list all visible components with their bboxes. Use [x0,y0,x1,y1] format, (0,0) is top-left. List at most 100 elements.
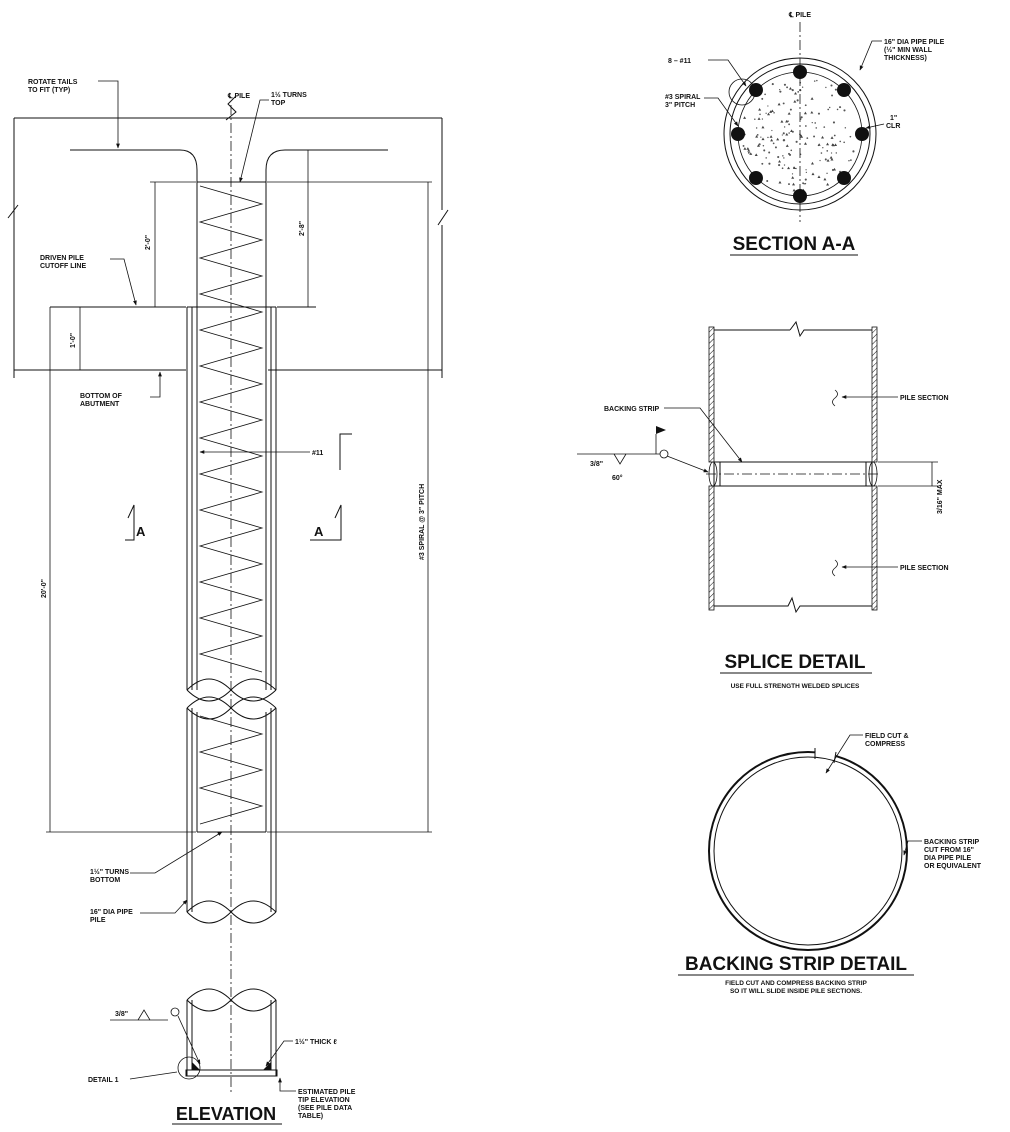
note-cl-pile: ℄ PILE [227,92,250,100]
splice-wall-left-upper [708,326,715,463]
leader-rotate-tails [98,80,120,149]
tip-weld-left [192,1062,200,1070]
note-turns-bottom-2: BOTTOM [90,877,120,884]
leader-bars [708,59,747,87]
leader-splice-weld [666,455,709,473]
break-mark-right [437,209,449,226]
note-backing-strip: BACKING STRIP [604,406,660,413]
note-tip-4: TABLE) [298,1113,323,1120]
field-weld-flag [656,426,666,434]
backing-strip-detail-view: FIELD CUT & COMPRESS BACKING STRIP CUT F… [678,733,982,995]
section-aa-title: SECTION A-A [733,234,856,255]
leader-clr [865,123,885,129]
note-rotate-tails-1: ROTATE TAILS [28,79,78,86]
note-tip-2: TIP ELEVATION [298,1097,350,1104]
backing-ring-outer [708,751,908,951]
note-field-cut-1: FIELD CUT & [865,733,909,740]
rebar-5 [793,189,807,203]
rebar-6 [749,171,763,185]
splice-top-break [789,320,872,338]
leader-spiral [704,97,739,127]
leader-field-cut [825,734,863,774]
note-driven-pile-2: CUTOFF LINE [40,263,86,270]
leader-pipe-pile [140,899,188,914]
weld-all-around [170,1007,180,1017]
note-bars: 8 – #11 [668,58,691,65]
note-strip-4: OR EQUIVALENT [924,863,982,870]
tip-plate [185,1069,278,1077]
leader-thick-plate [265,1040,293,1067]
section-mark-left: A [136,524,146,539]
rebar-highlight-circle [728,78,756,106]
backing-ring-inner [713,756,903,946]
dim-2-8-right: 2'-8" [299,221,306,236]
splice-wall-right-upper [871,326,878,463]
leader-tip [278,1077,296,1092]
rebar-2 [837,83,851,97]
splice-weld-size: 3/8" [590,461,603,468]
backing-strip-subtitle-1: FIELD CUT AND COMPRESS BACKING STRIP [725,980,867,987]
rebar-7 [731,127,745,141]
leader-backing-strip [664,407,743,463]
section-aa-view: ℄ PILE 8 – #11 #3 SPIRAL 3" PITCH 16" DI… [665,11,945,256]
centerline-break [225,95,237,121]
section-cut-mark [339,433,352,470]
note-bar-11: #11 [312,450,323,457]
field-cut-gap [815,746,837,759]
section-arrow-left [125,504,135,541]
dim-2-0-left: 2'-0" [145,235,152,250]
note-strip-1: BACKING STRIP [924,839,980,846]
bar-tail-left [70,149,198,182]
note-turns-bottom-1: 1½" TURNS [90,868,129,876]
splice-weld-all-around [659,449,669,459]
dim-1-0: 1'-0" [70,333,77,348]
dim-20-0: 20'-0" [41,579,48,598]
tip-weld-size: 3/8" [115,1011,128,1018]
backing-strip-title: BACKING STRIP DETAIL [685,954,907,975]
note-pipe-1: 16" DIA PIPE PILE [884,39,945,46]
note-clr-2: CLR [886,123,900,130]
note-thick-plate: 1½" THICK ℓ [295,1038,337,1046]
section-arrow-right [310,504,342,541]
note-field-cut-2: COMPRESS [865,741,905,748]
note-pipe-pile-2: PILE [90,917,106,924]
break-mark-left [7,204,19,219]
section-cl-pile: ℄ PILE [788,11,811,19]
note-pipe-3: THICKNESS) [884,55,927,62]
note-rotate-tails-2: TO FIT (TYP) [28,87,70,94]
break-upper-bottom-2 [186,678,277,702]
splice-wall-left-lower [708,485,715,611]
splice-gap: 3/16" MAX [937,479,944,514]
splice-bottom-break [714,596,872,614]
tip-weld-right [263,1062,271,1070]
note-spiral-1: #3 SPIRAL [665,94,701,101]
note-turns-top-2: TOP [271,100,286,107]
note-strip-3: DIA PIPE PILE [924,855,972,862]
leader-driven-pile [110,258,137,306]
splice-wall-right-lower [871,485,878,611]
backing-strip-subtitle-2: SO IT WILL SLIDE INSIDE PILE SECTIONS. [730,988,862,995]
leader-pipe [859,40,882,71]
rebar-4 [837,171,851,185]
break-tip-top-2 [186,988,277,1012]
note-bottom-abutment-2: ABUTMENT [80,401,120,408]
splice-weld-v [613,453,627,465]
note-bottom-abutment-1: BOTTOM OF [80,393,123,400]
field-cut-edge-2 [833,751,837,764]
note-turns-top-1: 1½ TURNS [271,91,307,99]
leader-strip [903,840,922,856]
note-pipe-2: (½" MIN WALL [884,46,933,54]
bar-tail-right [265,149,388,182]
splice-weld-angle: 60° [612,474,623,482]
splice-detail-subtitle: USE FULL STRENGTH WELDED SPLICES [731,683,860,690]
leader-turns-top [239,99,269,183]
splice-detail-view: BACKING STRIP PILE SECTION PILE SECTION … [577,320,949,690]
weld-symbol [137,1009,151,1021]
leader-turns-bottom [130,831,223,874]
leader-bottom-abutment [150,371,162,398]
note-tip-1: ESTIMATED PILE [298,1089,356,1096]
note-clr-1: 1" [890,115,897,122]
detail-1-circle [177,1056,201,1080]
note-driven-pile-1: DRIVEN PILE [40,255,84,262]
